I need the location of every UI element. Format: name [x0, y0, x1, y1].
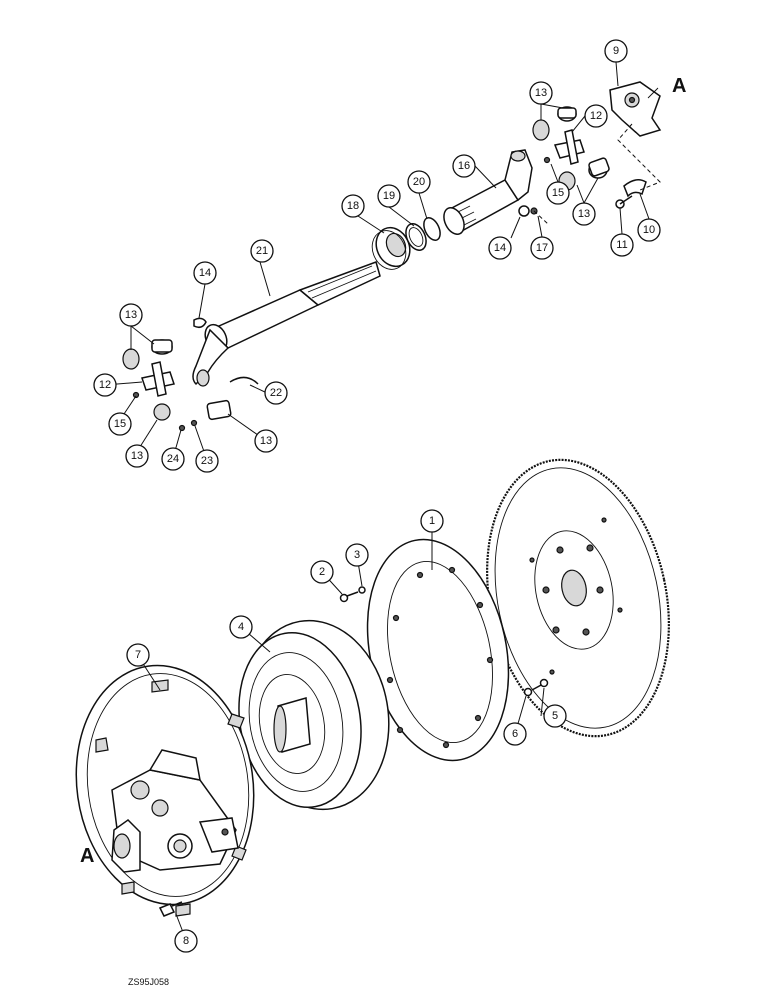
- callout-5: 5: [543, 704, 567, 728]
- svg-text:2: 2: [319, 566, 325, 578]
- callout-10: 10: [637, 218, 661, 242]
- svg-text:12: 12: [99, 379, 111, 391]
- svg-text:5: 5: [552, 710, 558, 722]
- svg-text:13: 13: [260, 435, 272, 447]
- bolt-part-11: [615, 195, 633, 209]
- callout-22: 22: [264, 381, 288, 405]
- callout-1: 1: [420, 509, 444, 533]
- clip-part-22: [229, 376, 259, 385]
- svg-text:13: 13: [125, 309, 137, 321]
- svg-text:9: 9: [613, 45, 619, 57]
- callout-14-lower: 14: [193, 261, 217, 285]
- callouts: 9 13 12 16 15 13 10 11 17 14 20 19 18 21…: [93, 39, 661, 953]
- svg-text:18: 18: [347, 200, 359, 212]
- callout-13-upper: 13: [529, 81, 553, 105]
- bearing-cap-icon: [532, 119, 550, 141]
- bolt-part-8: [158, 901, 183, 917]
- upper-u-joint: [518, 106, 610, 217]
- torque-converter-part-4: [238, 619, 390, 811]
- svg-text:13: 13: [578, 208, 590, 220]
- callout-15-upper: 15: [546, 181, 570, 205]
- callout-20: 20: [407, 170, 431, 194]
- figure-id: ZS95J058: [128, 977, 169, 987]
- svg-text:3: 3: [354, 549, 360, 561]
- svg-text:8: 8: [183, 935, 189, 947]
- callout-9: 9: [604, 39, 628, 63]
- callout-23: 23: [195, 449, 219, 473]
- svg-text:20: 20: [413, 176, 425, 188]
- callout-6: 6: [503, 722, 527, 746]
- callout-12-upper: 12: [584, 104, 608, 128]
- callout-4: 4: [229, 615, 253, 639]
- svg-text:22: 22: [270, 387, 282, 399]
- callout-13-left-top: 13: [119, 303, 143, 327]
- shaft-tube-part-21: [192, 261, 381, 387]
- callout-19: 19: [377, 184, 401, 208]
- seal-ring-part-19: [405, 223, 427, 251]
- callout-18: 18: [341, 194, 365, 218]
- svg-text:10: 10: [643, 224, 655, 236]
- svg-text:21: 21: [256, 245, 268, 257]
- washer-part-3: [358, 586, 366, 594]
- callout-7: 7: [126, 643, 150, 667]
- svg-text:15: 15: [114, 418, 126, 430]
- slip-yoke-part-16: [443, 149, 533, 235]
- strap-part-10: [623, 179, 647, 198]
- svg-text:6: 6: [512, 728, 518, 740]
- callout-15-lower: 15: [108, 412, 132, 436]
- svg-text:13: 13: [131, 450, 143, 462]
- flex-plate-part-1: [366, 538, 510, 762]
- callout-24: 24: [161, 447, 185, 471]
- splined-collar-part-18: [371, 226, 411, 270]
- svg-text:15: 15: [552, 187, 564, 199]
- callout-16: 16: [452, 154, 476, 178]
- callout-17: 17: [530, 236, 554, 260]
- callout-8: 8: [174, 929, 198, 953]
- svg-text:4: 4: [238, 621, 244, 633]
- svg-text:16: 16: [458, 160, 470, 172]
- end-yoke-part-9: [609, 81, 662, 137]
- svg-text:1: 1: [429, 515, 435, 527]
- svg-text:24: 24: [167, 453, 179, 465]
- pump-body: [111, 749, 239, 873]
- svg-text:19: 19: [383, 190, 395, 202]
- flywheel-ring-gear: [486, 458, 670, 738]
- reference-letter-top: A: [672, 75, 686, 97]
- svg-text:23: 23: [201, 455, 213, 467]
- callout-13-lower-right: 13: [254, 429, 278, 453]
- bolt-part-5: [531, 678, 549, 691]
- svg-text:7: 7: [135, 649, 141, 661]
- callout-13-left-bottom: 13: [125, 444, 149, 468]
- svg-text:17: 17: [536, 242, 548, 254]
- callout-14-upper: 14: [488, 236, 512, 260]
- lower-u-joint: [122, 317, 259, 432]
- svg-text:11: 11: [616, 239, 627, 251]
- svg-text:13: 13: [535, 87, 547, 99]
- callout-12-lower: 12: [93, 373, 117, 397]
- flywheel-converter-assembly: [75, 458, 670, 917]
- drive-shaft-assembly: [122, 81, 662, 432]
- callout-11: 11: [610, 233, 634, 257]
- callout-3: 3: [345, 543, 369, 567]
- washer-part-6: [523, 687, 533, 697]
- callout-2: 2: [310, 560, 334, 584]
- reference-letter-bottom: A: [80, 845, 94, 867]
- svg-text:14: 14: [494, 242, 506, 254]
- callout-13-right: 13: [572, 202, 596, 226]
- svg-text:12: 12: [590, 110, 602, 122]
- callout-21: 21: [250, 239, 274, 263]
- svg-text:14: 14: [199, 267, 211, 279]
- bolt-part-2: [339, 591, 359, 603]
